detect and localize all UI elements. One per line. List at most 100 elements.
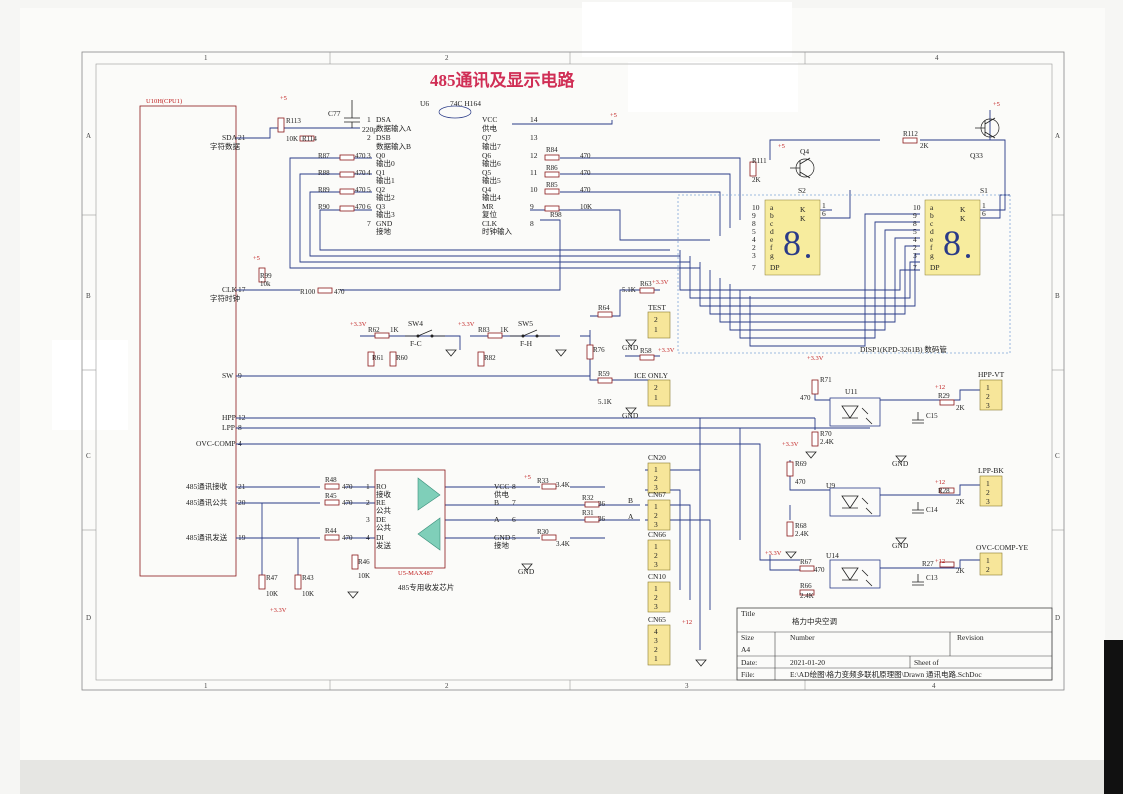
u5-max487: U5-MAX487 485专用收发芯片 <box>374 469 454 592</box>
svg-text:ICE ONLY: ICE ONLY <box>634 371 669 380</box>
svg-text:HPP-VT: HPP-VT <box>978 370 1005 379</box>
svg-text:R60: R60 <box>396 354 408 362</box>
svg-text:TEST: TEST <box>648 303 666 312</box>
svg-text:470: 470 <box>580 152 591 160</box>
svg-text:R112: R112 <box>903 130 918 138</box>
zone-row-D: D <box>86 614 91 622</box>
svg-text:SW4: SW4 <box>408 319 423 328</box>
svg-text:3: 3 <box>654 483 658 492</box>
svg-text:接地: 接地 <box>494 540 509 550</box>
svg-text:19: 19 <box>238 533 246 542</box>
svg-text:2: 2 <box>913 243 917 252</box>
svg-text:+3.3V: +3.3V <box>782 441 799 448</box>
seven-seg-digit-1: 8 K K 1 6 S2 <box>764 186 826 276</box>
svg-text:K: K <box>960 205 966 214</box>
svg-text:3: 3 <box>654 560 658 569</box>
svg-text:Q5: Q5 <box>482 168 491 177</box>
connector-cn20: CN20 1 2 3 <box>647 453 671 494</box>
svg-text:+3.3V: +3.3V <box>458 321 475 328</box>
connector-ovc-comp-ye: OVC-COMP-YE 1 2 <box>976 543 1029 576</box>
svg-text:K: K <box>800 205 806 214</box>
svg-text:10K: 10K <box>358 572 370 580</box>
svg-text:470: 470 <box>355 203 366 211</box>
svg-text:5: 5 <box>752 227 756 236</box>
svg-text:d: d <box>930 227 934 236</box>
svg-text:3.4K: 3.4K <box>556 481 570 489</box>
svg-text:1: 1 <box>982 201 986 210</box>
svg-text:3: 3 <box>913 251 917 260</box>
svg-text:10K: 10K <box>302 590 314 598</box>
svg-text:a: a <box>770 203 774 212</box>
svg-text:485专用收发芯片: 485专用收发芯片 <box>398 582 454 592</box>
svg-text:R98: R98 <box>550 211 562 219</box>
svg-text:485通讯发送: 485通讯发送 <box>186 532 228 542</box>
capacitor-c77: C77 220p <box>328 100 377 134</box>
svg-text:1: 1 <box>654 465 658 474</box>
svg-text:2: 2 <box>654 383 658 392</box>
svg-text:格力中央空调: 格力中央空调 <box>792 616 837 626</box>
connector-cn66: CN66 1 2 3 <box>647 530 671 571</box>
svg-text:数据输入A: 数据输入A <box>376 123 412 133</box>
svg-text:g: g <box>930 251 934 260</box>
svg-text:输出6: 输出6 <box>482 158 501 168</box>
svg-text:Revision: Revision <box>957 633 984 642</box>
svg-text:2.4K: 2.4K <box>820 438 834 446</box>
svg-text:2: 2 <box>986 488 990 497</box>
svg-text:2.4K: 2.4K <box>795 530 809 538</box>
svg-text:1: 1 <box>986 383 990 392</box>
svg-text:1: 1 <box>654 654 658 663</box>
svg-text:C14: C14 <box>926 506 938 514</box>
svg-text:b: b <box>770 211 774 220</box>
svg-text:R114: R114 <box>302 135 317 143</box>
diagram-title: 485通讯及显示电路 <box>430 70 575 90</box>
optocoupler-u9: U9 <box>826 481 881 517</box>
svg-text:R99: R99 <box>260 272 272 280</box>
svg-text:2: 2 <box>367 133 371 142</box>
mcu-name: U10H(CPU1) <box>146 98 182 105</box>
svg-text:R69: R69 <box>795 460 807 468</box>
svg-text:R47: R47 <box>266 574 278 582</box>
transistor-q33: Q33 +5 <box>970 101 1000 160</box>
svg-text:1: 1 <box>654 542 658 551</box>
svg-text:3: 3 <box>367 151 371 160</box>
svg-text:R32: R32 <box>582 494 594 502</box>
svg-text:输出1: 输出1 <box>376 175 395 185</box>
transistor-q4: Q4 +5 <box>778 143 815 179</box>
svg-text:2: 2 <box>752 243 756 252</box>
svg-text:R28: R28 <box>938 487 950 495</box>
svg-text:+5: +5 <box>524 474 531 481</box>
svg-text:R100: R100 <box>300 288 316 296</box>
svg-text:OVC-COMP: OVC-COMP <box>196 439 236 448</box>
svg-text:485通讯公共: 485通讯公共 <box>186 497 228 507</box>
svg-text:Number: Number <box>790 633 815 642</box>
svg-text:K: K <box>960 214 966 223</box>
zone-row-D-right: D <box>1055 614 1060 622</box>
svg-text:6: 6 <box>367 202 371 211</box>
net-b-label: B <box>628 496 633 505</box>
svg-text:GND: GND <box>892 459 909 468</box>
svg-text:8: 8 <box>913 219 917 228</box>
svg-text:c: c <box>930 219 934 228</box>
svg-text:R31: R31 <box>582 509 594 517</box>
svg-text:b: b <box>930 211 934 220</box>
svg-text:1: 1 <box>654 393 658 402</box>
svg-text:A4: A4 <box>741 645 750 654</box>
svg-text:10K: 10K <box>286 135 298 143</box>
svg-text:字符时钟: 字符时钟 <box>210 293 240 303</box>
svg-text:7: 7 <box>752 263 756 272</box>
svg-text:470: 470 <box>342 483 353 491</box>
svg-text:3: 3 <box>654 520 658 529</box>
svg-text:GND: GND <box>376 219 393 228</box>
svg-text:R43: R43 <box>302 574 314 582</box>
svg-text:a: a <box>930 203 934 212</box>
svg-text:d: d <box>770 227 774 236</box>
svg-text:供电: 供电 <box>482 123 497 133</box>
svg-text:3: 3 <box>654 636 658 645</box>
connector-hpp-vt: HPP-VT 1 2 3 <box>978 370 1005 411</box>
svg-text:GND: GND <box>494 533 511 542</box>
svg-text:6: 6 <box>982 209 986 218</box>
mcu-pin-clk: CLK 字符时钟 17 <box>210 285 246 303</box>
